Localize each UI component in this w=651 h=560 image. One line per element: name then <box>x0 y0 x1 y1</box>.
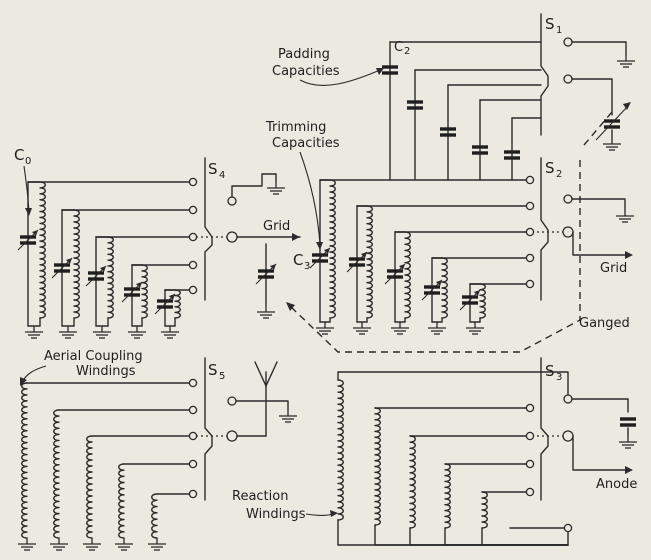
s4-coil-bank: S 4 Grid C 0 <box>14 146 301 339</box>
c2-label-sub: 2 <box>404 46 410 57</box>
inductor-coil-icon <box>329 179 336 319</box>
ground-icon <box>427 321 447 335</box>
c0-label: C <box>14 146 24 164</box>
inductor-coil-icon <box>107 236 114 319</box>
c3-label: C <box>293 251 303 269</box>
ground-icon <box>465 321 485 335</box>
inductor-coil-icon <box>118 463 125 539</box>
inductor-coil-icon <box>53 409 60 539</box>
inductor-coil-icon <box>409 435 416 529</box>
inductor-coil-icon <box>73 209 80 319</box>
ground-icon <box>17 537 37 551</box>
c0-label-sub: 0 <box>25 156 31 167</box>
padding-capacities-label: Capacities <box>272 64 340 79</box>
ground-icon <box>147 537 167 551</box>
inductor-coil-icon <box>86 435 93 539</box>
inductor-coil-icon <box>479 283 486 319</box>
grid-label-left: Grid <box>263 219 290 234</box>
s5-aerial-bank: Aerial Coupling Windings S 5 <box>17 349 298 551</box>
ganged-central-capacitor <box>254 243 278 319</box>
inductor-coil-icon <box>337 379 344 521</box>
anode-label: Anode <box>596 477 637 492</box>
s1-s2-coil-bank: C 2 Padding Capacities Trimming Capaciti… <box>265 13 636 353</box>
s2-label: S <box>545 159 555 177</box>
padding-label: Padding <box>278 47 330 62</box>
inductor-coil-icon <box>39 181 46 319</box>
aerial-coupling-label: Aerial Coupling <box>44 349 143 364</box>
s3-label: S <box>545 362 555 380</box>
aerial-antenna-icon <box>254 361 278 437</box>
inductor-coil-icon <box>481 491 488 529</box>
inductor-coil-icon <box>151 493 158 539</box>
s2-label-sub: 2 <box>556 169 562 180</box>
s5-label: S <box>208 361 218 379</box>
ground-icon <box>58 325 78 339</box>
s4-label: S <box>208 160 218 178</box>
inductor-coil-icon <box>404 231 411 319</box>
ground-icon <box>352 321 372 335</box>
inductor-coil-icon <box>174 289 181 319</box>
s3-reaction-bank: S 3 Anode Reaction Windings <box>232 357 638 546</box>
trimming-label: Trimming <box>265 120 326 135</box>
ground-icon <box>114 537 134 551</box>
trimming-capacities-label: Capacities <box>272 136 340 151</box>
s4-label-sub: 4 <box>219 170 225 181</box>
inductor-coil-icon <box>366 205 373 319</box>
inductor-coil-icon <box>141 264 148 319</box>
s3-label-sub: 3 <box>556 372 562 383</box>
ground-icon <box>315 321 335 335</box>
ganged-label: Ganged <box>579 316 630 331</box>
ground-icon <box>390 321 410 335</box>
c3-label-sub: 3 <box>304 261 310 272</box>
ground-icon <box>92 325 112 339</box>
ground-icon <box>24 325 44 339</box>
aerial-windings-label: Windings <box>76 364 136 379</box>
s1-label-sub: 1 <box>556 25 562 36</box>
ground-icon <box>160 325 180 339</box>
s1-label: S <box>545 15 555 33</box>
inductor-coil-icon <box>374 407 381 526</box>
reaction-label: Reaction <box>232 489 288 504</box>
ground-icon <box>82 537 102 551</box>
reaction-windings-label: Windings <box>246 507 306 522</box>
inductor-coil-icon <box>441 257 448 319</box>
grid-label-right: Grid <box>600 261 627 276</box>
inductor-coil-icon <box>444 463 451 529</box>
ground-icon <box>49 537 69 551</box>
inductor-coil-icon <box>21 382 28 539</box>
c2-label: C <box>394 40 403 55</box>
s5-label-sub: 5 <box>219 371 225 382</box>
ground-icon <box>127 325 147 339</box>
